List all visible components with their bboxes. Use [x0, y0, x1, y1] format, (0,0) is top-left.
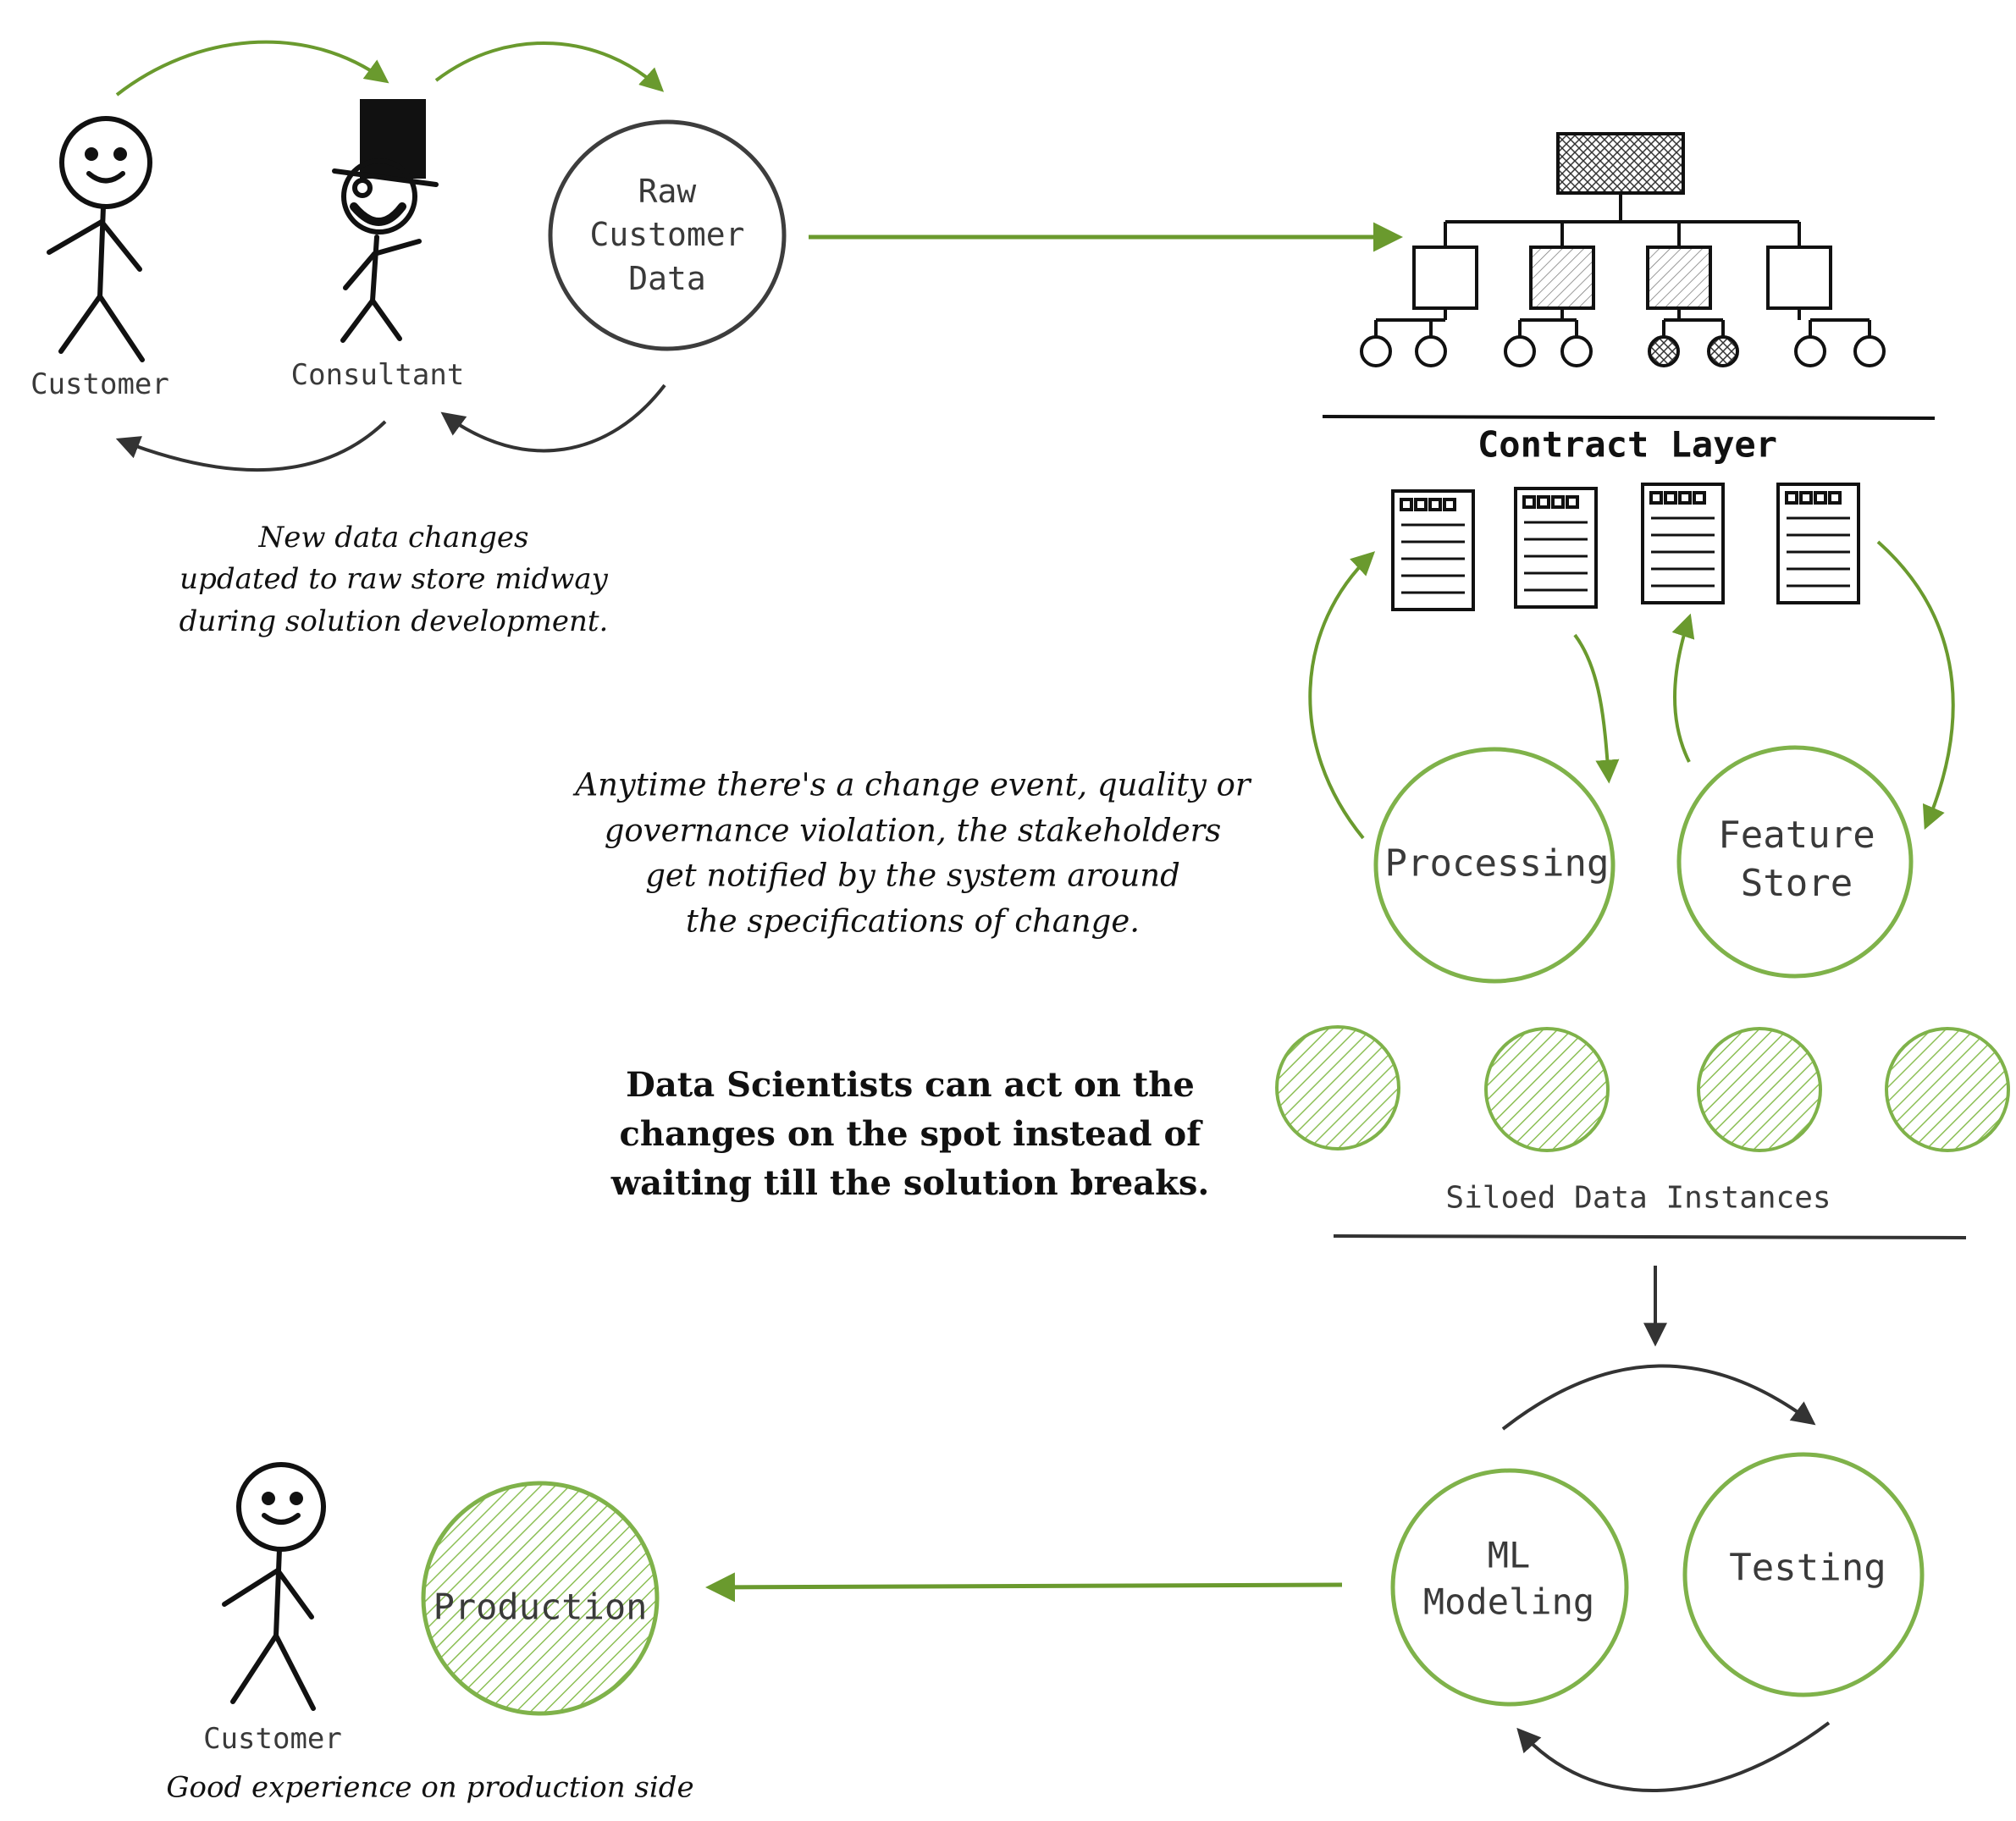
arrow-customer-to-consultant [115, 40, 389, 97]
contract-documents [1391, 483, 1860, 611]
customer-top-label: Customer [30, 367, 169, 401]
notified-note-line1: Anytime there's a change event, quality … [575, 766, 1251, 803]
arrow-contract-to-featurestore [1876, 540, 1955, 830]
data-scientists-note-line3: waiting till the solution breaks. [610, 1163, 1210, 1203]
customer-bottom-label: Customer [203, 1722, 342, 1756]
hierarchy-tree [1360, 132, 1886, 367]
notified-note: Anytime there's a change event, quality … [575, 763, 1250, 945]
ml-modeling-label-line2: Modeling [1422, 1581, 1595, 1622]
midway-note-line2: updated to raw store midway [180, 562, 608, 597]
production-node [421, 1481, 660, 1716]
arrow-consultant-to-raw [434, 41, 665, 92]
arrow-testing-to-ml [1516, 1721, 1831, 1792]
ml-modeling-label: ML Modeling [1423, 1532, 1594, 1625]
data-scientists-note: Data Scientists can act on the changes o… [611, 1061, 1210, 1208]
raw-data-label: Raw Customer Data [589, 170, 744, 301]
feature-store-label: Feature Store [1718, 811, 1875, 908]
contract-layer-label: Contract Layer [1477, 423, 1778, 466]
contract-layer-line [1322, 415, 1936, 420]
testing-label: Testing [1729, 1546, 1886, 1590]
raw-data-node [548, 119, 787, 351]
consultant-figure [332, 99, 439, 343]
raw-data-label-line1: Raw [638, 173, 697, 211]
notified-note-line4: the specifications of change. [685, 902, 1141, 940]
arrow-processing-to-contract [1308, 551, 1376, 840]
consultant-label: Consultant [290, 358, 465, 392]
data-scientists-note-line1: Data Scientists can act on the [626, 1065, 1195, 1105]
arrow-featurestore-to-contract [1671, 613, 1695, 763]
feature-store-label-line1: Feature [1718, 813, 1875, 857]
arrow-contract-to-processing [1573, 633, 1620, 784]
data-scientists-note-line2: changes on the spot instead of [619, 1114, 1201, 1154]
siloed-layer-line [1333, 1234, 1967, 1239]
feature-store-label-line2: Store [1740, 862, 1853, 905]
arrow-ml-to-production [705, 1572, 1343, 1603]
ml-modeling-label-line1: ML [1487, 1534, 1531, 1576]
raw-data-label-line3: Data [628, 259, 706, 297]
processing-label: Processing [1384, 842, 1610, 886]
midway-note-line1: New data changes [258, 521, 529, 555]
arrow-consultant-to-customer [115, 420, 387, 472]
arrow-ml-to-testing [1501, 1364, 1816, 1431]
siloed-data-instances [1275, 1025, 2010, 1152]
good-experience-note: Good experience on production side [166, 1770, 694, 1805]
midway-note-line3: during solution development. [179, 604, 609, 638]
feature-store-node [1676, 745, 1914, 979]
notified-note-line2: governance violation, the stakeholders [604, 812, 1222, 849]
arrow-raw-to-consultant [440, 384, 666, 453]
production-label: Production [433, 1586, 648, 1628]
testing-node [1682, 1452, 1925, 1697]
siloed-instances-label: Siloed Data Instances [1445, 1180, 1831, 1216]
ml-modeling-node [1390, 1468, 1629, 1707]
notified-note-line3: get notified by the system around [645, 858, 1180, 894]
customer-bottom-figure [222, 1462, 326, 1711]
raw-data-label-line2: Customer [589, 216, 745, 254]
customer-top-figure [47, 116, 152, 362]
processing-node [1373, 747, 1616, 984]
midway-note: New data changes updated to raw store mi… [180, 517, 609, 643]
